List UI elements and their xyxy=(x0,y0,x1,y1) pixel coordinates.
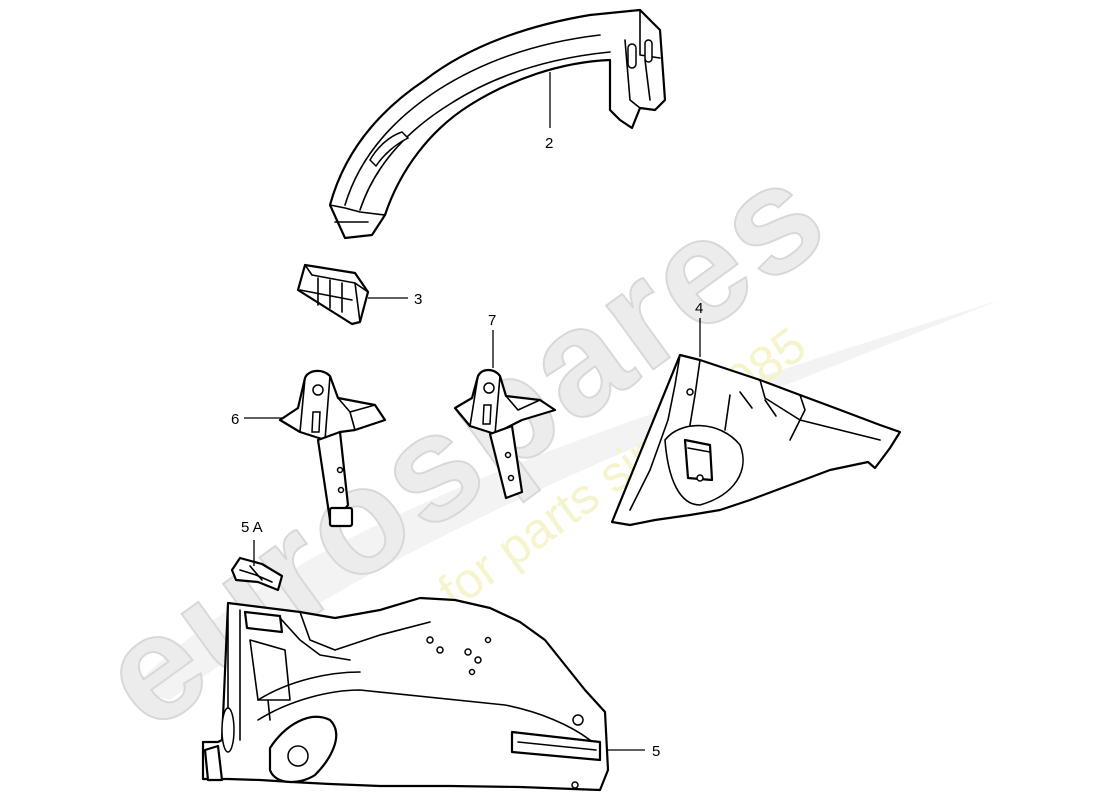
part-5-wheelhouse[interactable] xyxy=(201,596,610,792)
watermark-swoosh xyxy=(130,300,1000,700)
callout-4[interactable]: 4 xyxy=(695,300,703,317)
part-6-mount-bracket[interactable] xyxy=(278,369,387,528)
part-2-roof-hoop[interactable] xyxy=(328,8,667,240)
callout-7[interactable]: 7 xyxy=(488,312,496,329)
part-7-mount-bracket[interactable] xyxy=(453,368,557,500)
part-4-inner-panel[interactable] xyxy=(610,353,902,527)
part-5a-plate[interactable] xyxy=(230,556,284,592)
callout-5a[interactable]: 5 A xyxy=(241,519,263,536)
callout-5[interactable]: 5 xyxy=(652,743,660,760)
part-3-bracket[interactable] xyxy=(296,263,370,326)
callout-6[interactable]: 6 xyxy=(231,411,239,428)
callout-2[interactable]: 2 xyxy=(545,135,553,152)
callout-3[interactable]: 3 xyxy=(414,291,422,308)
